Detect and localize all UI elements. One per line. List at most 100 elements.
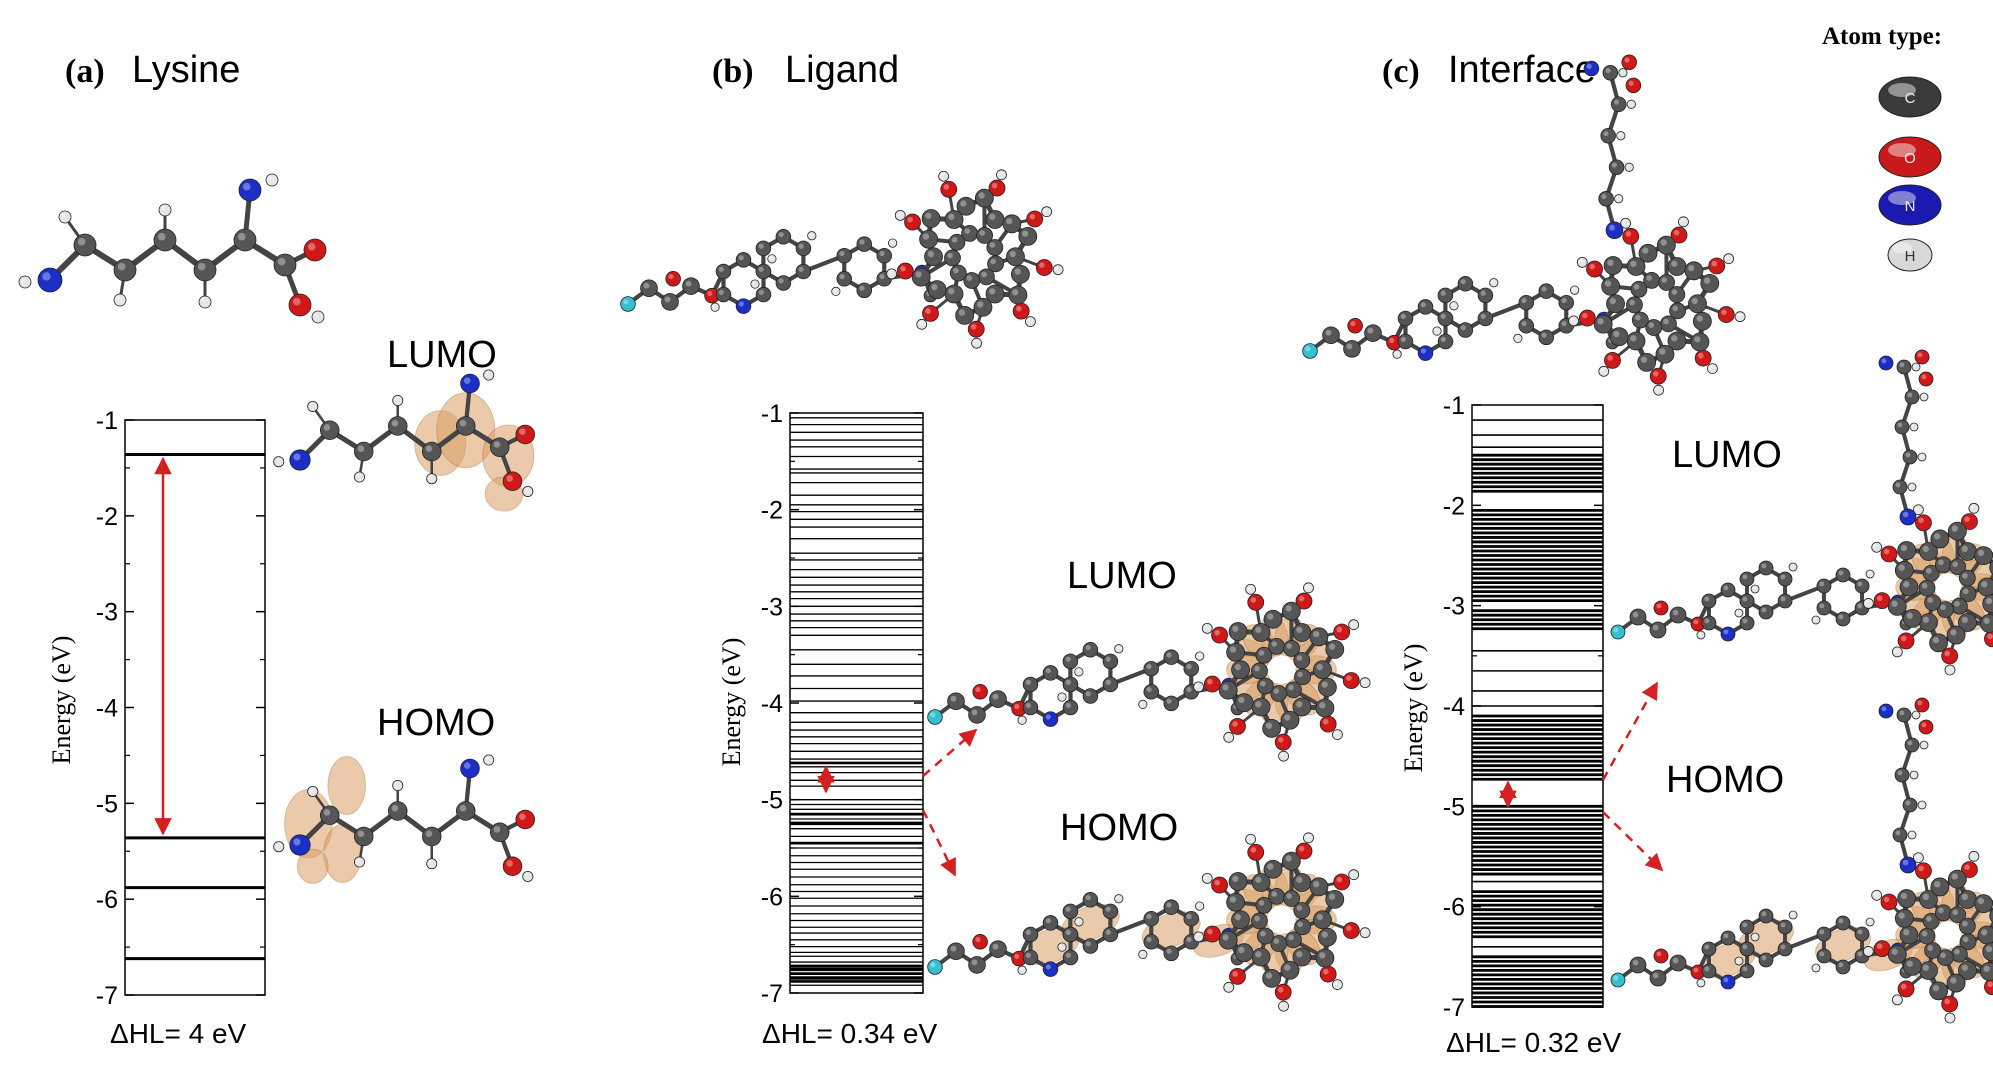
atom-highlight <box>1922 545 1929 552</box>
atom-highlight <box>1214 629 1220 636</box>
atom <box>947 942 965 961</box>
atom-highlight <box>1962 572 1968 579</box>
atom-highlight <box>197 262 206 271</box>
atom <box>1057 692 1067 702</box>
atom <box>1281 851 1301 871</box>
atom <box>1894 767 1910 783</box>
atom-highlight <box>1857 929 1863 935</box>
atom <box>1477 310 1494 327</box>
atom <box>1835 567 1851 583</box>
atom <box>1936 601 1954 619</box>
atom-highlight <box>1238 696 1245 704</box>
atom-highlight <box>1918 517 1924 524</box>
atom-highlight <box>391 804 399 812</box>
atom <box>1600 127 1616 144</box>
atom <box>1897 980 1915 998</box>
panel-c-ytick-label: -6 <box>1443 894 1465 922</box>
atom-highlight <box>1938 907 1944 914</box>
atom <box>886 268 898 280</box>
atom <box>1477 287 1494 304</box>
atom <box>1918 719 1934 735</box>
atom <box>795 263 812 280</box>
atom-highlight <box>1609 224 1615 231</box>
atom <box>1897 632 1915 650</box>
atom-highlight <box>1250 597 1257 603</box>
atom-highlight <box>1628 80 1634 86</box>
atom <box>1262 718 1282 738</box>
atom-highlight <box>1703 277 1711 284</box>
atom-highlight <box>758 289 764 295</box>
atom <box>1610 972 1626 988</box>
atom <box>1974 894 1993 914</box>
atom-highlight <box>1480 313 1486 319</box>
atom-highlight <box>1613 627 1619 633</box>
atom <box>426 473 438 485</box>
atom <box>1292 697 1312 717</box>
atom-highlight <box>1015 305 1022 312</box>
atom <box>1313 660 1332 680</box>
atom <box>1835 611 1851 627</box>
atom <box>1281 601 1301 621</box>
atom <box>1947 869 1967 889</box>
atom <box>1734 311 1746 323</box>
atom <box>1012 302 1030 320</box>
atom <box>1302 343 1318 359</box>
atom-highlight <box>1045 918 1051 924</box>
atom <box>1917 452 1927 462</box>
atom <box>1062 903 1079 920</box>
panel-b-name: Ligand <box>785 49 899 91</box>
atom-highlight <box>1780 574 1786 580</box>
atom-highlight <box>1985 597 1993 605</box>
atom <box>836 247 852 264</box>
atom-highlight <box>1704 596 1710 602</box>
atom-highlight <box>1911 424 1915 428</box>
atom-highlight <box>1819 603 1825 609</box>
atom-highlight <box>1186 937 1192 943</box>
atom-highlight <box>989 213 996 220</box>
panel-c-ylabel: Energy (eV) <box>1399 644 1428 773</box>
atom <box>1513 333 1523 343</box>
atom-highlight <box>1570 317 1574 322</box>
atom <box>1897 889 1917 908</box>
atom-highlight <box>1284 714 1291 721</box>
atom <box>1944 664 1956 676</box>
atom-highlight <box>1752 934 1756 938</box>
atom-highlight <box>1460 325 1466 331</box>
atom-highlight <box>1607 355 1613 361</box>
atom-highlight <box>524 873 529 877</box>
atom <box>1946 625 1966 645</box>
atom-highlight <box>1328 643 1336 650</box>
atom-highlight <box>1897 422 1903 428</box>
atom-highlight <box>809 233 813 236</box>
atom-highlight <box>1258 900 1265 906</box>
atom-highlight <box>117 262 126 271</box>
atom <box>640 279 658 298</box>
atom-highlight <box>1322 968 1329 975</box>
atom-highlight <box>1742 574 1748 580</box>
atom <box>1750 584 1760 594</box>
atom <box>948 233 966 251</box>
atom-highlight <box>1025 679 1031 685</box>
atom <box>1777 941 1793 957</box>
atom <box>1603 256 1623 275</box>
atom <box>1707 363 1718 374</box>
panel-b-ytick-label: -3 <box>761 593 783 621</box>
atom <box>974 188 994 208</box>
atom-highlight <box>1400 313 1406 319</box>
atom <box>1979 614 1993 633</box>
atom <box>1268 638 1286 655</box>
lysine-lumo-orbital-structure <box>273 369 536 512</box>
atom <box>1637 352 1657 372</box>
atom <box>1958 542 1977 561</box>
atom-highlight <box>1286 893 1292 899</box>
atom <box>1325 639 1345 659</box>
atom <box>1201 622 1213 634</box>
atom <box>1006 247 1025 267</box>
atom <box>421 441 442 462</box>
atom <box>1941 995 1959 1013</box>
atom-highlight <box>1611 162 1617 168</box>
atom-highlight <box>1234 663 1241 671</box>
atom-highlight <box>1723 585 1729 591</box>
atom <box>1193 681 1205 693</box>
atom-highlight <box>1232 971 1238 977</box>
